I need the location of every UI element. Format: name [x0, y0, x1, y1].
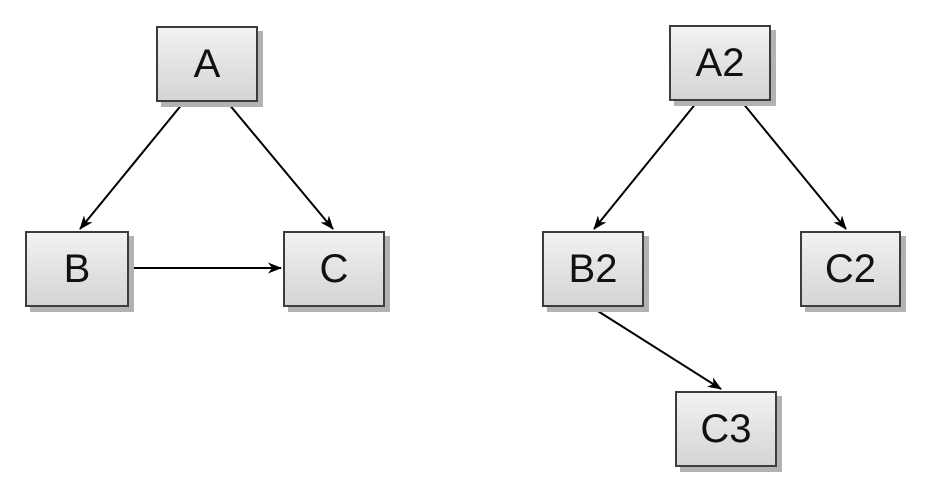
node-c3[interactable]: C3	[675, 391, 777, 467]
node-c3-label: C3	[700, 407, 752, 451]
node-c[interactable]: C	[283, 231, 385, 307]
node-b-label: B	[63, 247, 91, 291]
edge-a-to-b[interactable]	[79, 102, 184, 230]
node-a2[interactable]: A2	[669, 25, 771, 101]
edge-b2-to-c3[interactable]	[592, 307, 722, 390]
edge-a-to-c[interactable]	[227, 102, 334, 230]
node-a-label: A	[193, 42, 221, 86]
node-c2-label: C2	[824, 247, 877, 291]
node-b2-label: B2	[568, 247, 618, 291]
edge-a2-to-c2[interactable]	[741, 101, 847, 230]
node-b2[interactable]: B2	[542, 231, 644, 307]
node-a[interactable]: A	[156, 26, 258, 102]
node-c-label: C	[319, 247, 349, 291]
node-b[interactable]: B	[25, 231, 129, 307]
edge-a2-to-b2[interactable]	[593, 101, 698, 230]
node-c2[interactable]: C2	[800, 231, 901, 307]
node-a2-label: A2	[695, 41, 745, 85]
